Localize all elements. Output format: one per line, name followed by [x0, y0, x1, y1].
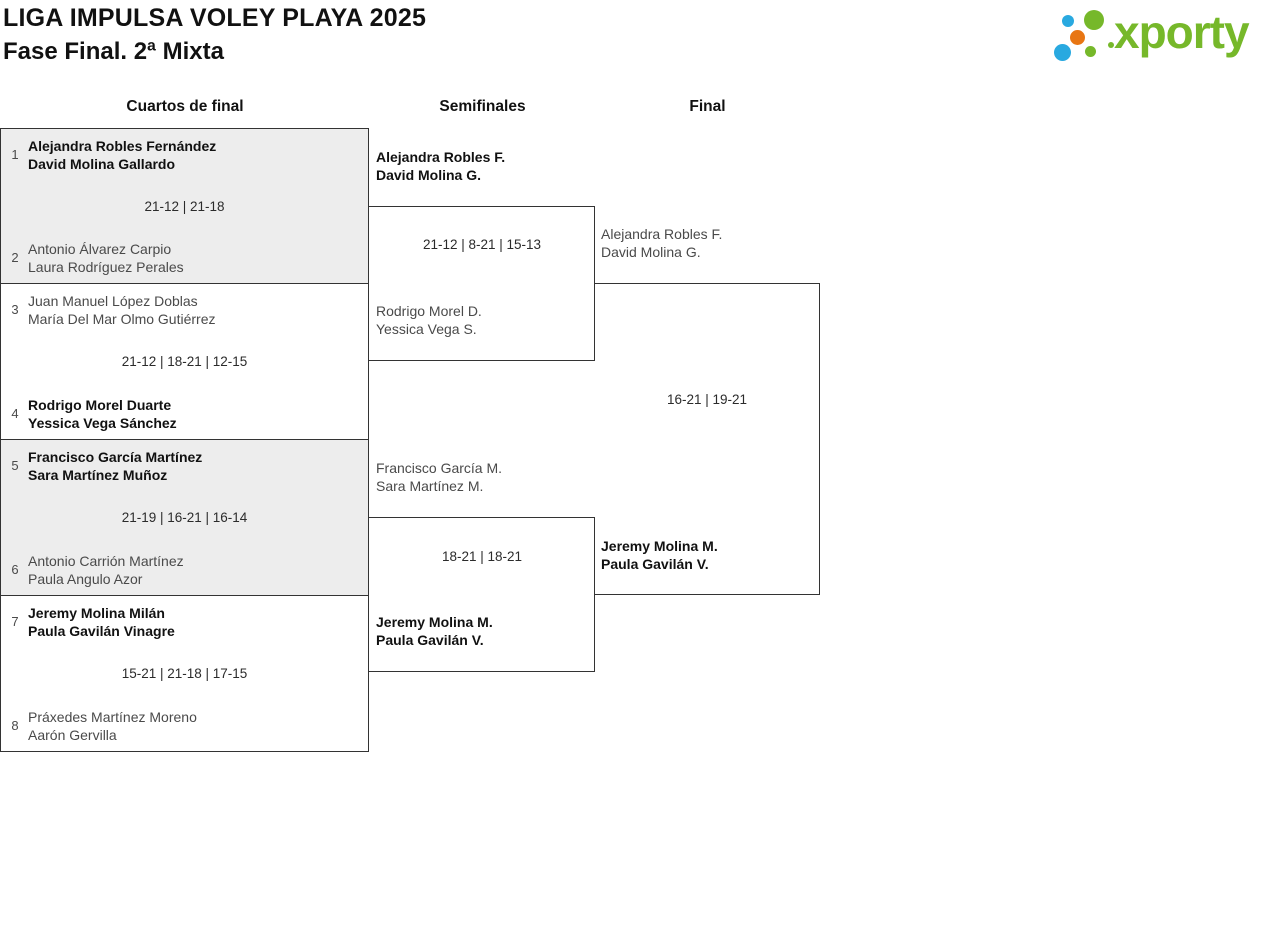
- player-name: Rodrigo Morel Duarte: [28, 397, 172, 413]
- team-entry: 8 Práxedes Martínez Moreno Aarón Gervill…: [1, 708, 368, 744]
- match-quarterfinal-4: 7 Jeremy Molina Milán Paula Gavilán Vina…: [0, 596, 369, 752]
- round-header-quarterfinals: Cuartos de final: [126, 98, 244, 115]
- match-final: [594, 283, 820, 595]
- logo-dot-icon: [1054, 44, 1071, 61]
- team-entry: Alejandra Robles F. David Molina G.: [376, 148, 505, 184]
- match-score: 21-12 | 18-21 | 12-15: [121, 354, 248, 369]
- player-name: Antonio Álvarez Carpio: [28, 241, 172, 257]
- team-entry: 4 Rodrigo Morel Duarte Yessica Vega Sánc…: [1, 396, 368, 432]
- player-name: David Molina G.: [601, 244, 701, 260]
- seed-number: 3: [11, 302, 19, 317]
- player-name: Alejandra Robles F.: [601, 226, 723, 242]
- player-name: Jeremy Molina Milán: [28, 605, 165, 621]
- logo-dot-icon: [1085, 46, 1096, 57]
- team-entry: 6 Antonio Carrión Martínez Paula Angulo …: [1, 552, 368, 588]
- player-name: Rodrigo Morel D.: [376, 303, 482, 319]
- player-name: Jeremy Molina M.: [376, 614, 493, 630]
- seed-number: 7: [11, 614, 19, 629]
- player-name: Alejandra Robles Fernández: [28, 138, 217, 154]
- xporty-logo[interactable]: xporty: [1048, 4, 1280, 68]
- round-header-final: Final: [689, 98, 726, 115]
- logo-dot-icon: [1062, 15, 1074, 27]
- seed-number: 2: [11, 250, 19, 265]
- match-score: 21-12 | 21-18: [144, 199, 225, 214]
- match-score: 21-12 | 8-21 | 15-13: [422, 237, 542, 252]
- player-name: Francisco García Martínez: [28, 449, 203, 465]
- match-score: 21-19 | 16-21 | 16-14: [121, 510, 248, 525]
- seed-number: 5: [11, 458, 19, 473]
- player-name: Aarón Gervilla: [28, 727, 117, 743]
- player-name: David Molina Gallardo: [28, 156, 176, 172]
- player-name: Alejandra Robles F.: [376, 149, 506, 165]
- team-entry: 1 Alejandra Robles Fernández David Molin…: [1, 137, 368, 173]
- page-subtitle: Fase Final. 2ª Mixta: [3, 38, 224, 65]
- seed-number: 8: [11, 718, 19, 733]
- seed-number: 4: [11, 406, 19, 421]
- team-entry: 3 Juan Manuel López Doblas María Del Mar…: [1, 292, 368, 328]
- logo-dot-icon: [1108, 42, 1114, 48]
- round-header-semifinals: Semifinales: [439, 98, 526, 115]
- match-quarterfinal-2: 3 Juan Manuel López Doblas María Del Mar…: [0, 284, 369, 440]
- team-entry: Alejandra Robles F. David Molina G.: [601, 225, 722, 261]
- player-name: Paula Gavilán V.: [376, 632, 484, 648]
- player-name: David Molina G.: [376, 167, 482, 183]
- player-name: Laura Rodríguez Perales: [28, 259, 184, 275]
- logo-wordmark: xporty: [1114, 6, 1250, 58]
- team-entry: Jeremy Molina M. Paula Gavilán V.: [376, 613, 493, 649]
- player-name: Práxedes Martínez Moreno: [28, 709, 197, 725]
- player-name: Yessica Vega Sánchez: [28, 415, 177, 431]
- player-name: Sara Martínez M.: [376, 478, 484, 494]
- match-quarterfinal-1: 1 Alejandra Robles Fernández David Molin…: [0, 128, 369, 284]
- logo-dot-icon: [1084, 10, 1104, 30]
- logo-dot-icon: [1070, 30, 1085, 45]
- team-entry: 7 Jeremy Molina Milán Paula Gavilán Vina…: [1, 604, 368, 640]
- player-name: María Del Mar Olmo Gutiérrez: [28, 311, 216, 327]
- player-name: Paula Gavilán V.: [601, 556, 709, 572]
- match-quarterfinal-3: 5 Francisco García Martínez Sara Martíne…: [0, 440, 369, 596]
- seed-number: 1: [11, 147, 19, 162]
- team-entry: 2 Antonio Álvarez Carpio Laura Rodríguez…: [1, 240, 368, 276]
- page-title: LIGA IMPULSA VOLEY PLAYA 2025: [3, 4, 427, 32]
- team-entry: 5 Francisco García Martínez Sara Martíne…: [1, 448, 368, 484]
- seed-number: 6: [11, 562, 19, 577]
- player-name: Antonio Carrión Martínez: [28, 553, 184, 569]
- match-score: 18-21 | 18-21: [441, 549, 523, 564]
- match-score: 16-21 | 19-21: [666, 392, 748, 407]
- player-name: Yessica Vega S.: [376, 321, 477, 337]
- player-name: Sara Martínez Muñoz: [28, 467, 168, 483]
- team-entry: Jeremy Molina M. Paula Gavilán V.: [601, 537, 718, 573]
- player-name: Juan Manuel López Doblas: [28, 293, 198, 309]
- team-entry: Rodrigo Morel D. Yessica Vega S.: [376, 302, 482, 338]
- player-name: Francisco García M.: [376, 460, 503, 476]
- player-name: Paula Gavilán Vinagre: [28, 623, 175, 639]
- player-name: Paula Angulo Azor: [28, 571, 143, 587]
- player-name: Jeremy Molina M.: [601, 538, 718, 554]
- team-entry: Francisco García M. Sara Martínez M.: [376, 459, 502, 495]
- match-score: 15-21 | 21-18 | 17-15: [121, 666, 248, 681]
